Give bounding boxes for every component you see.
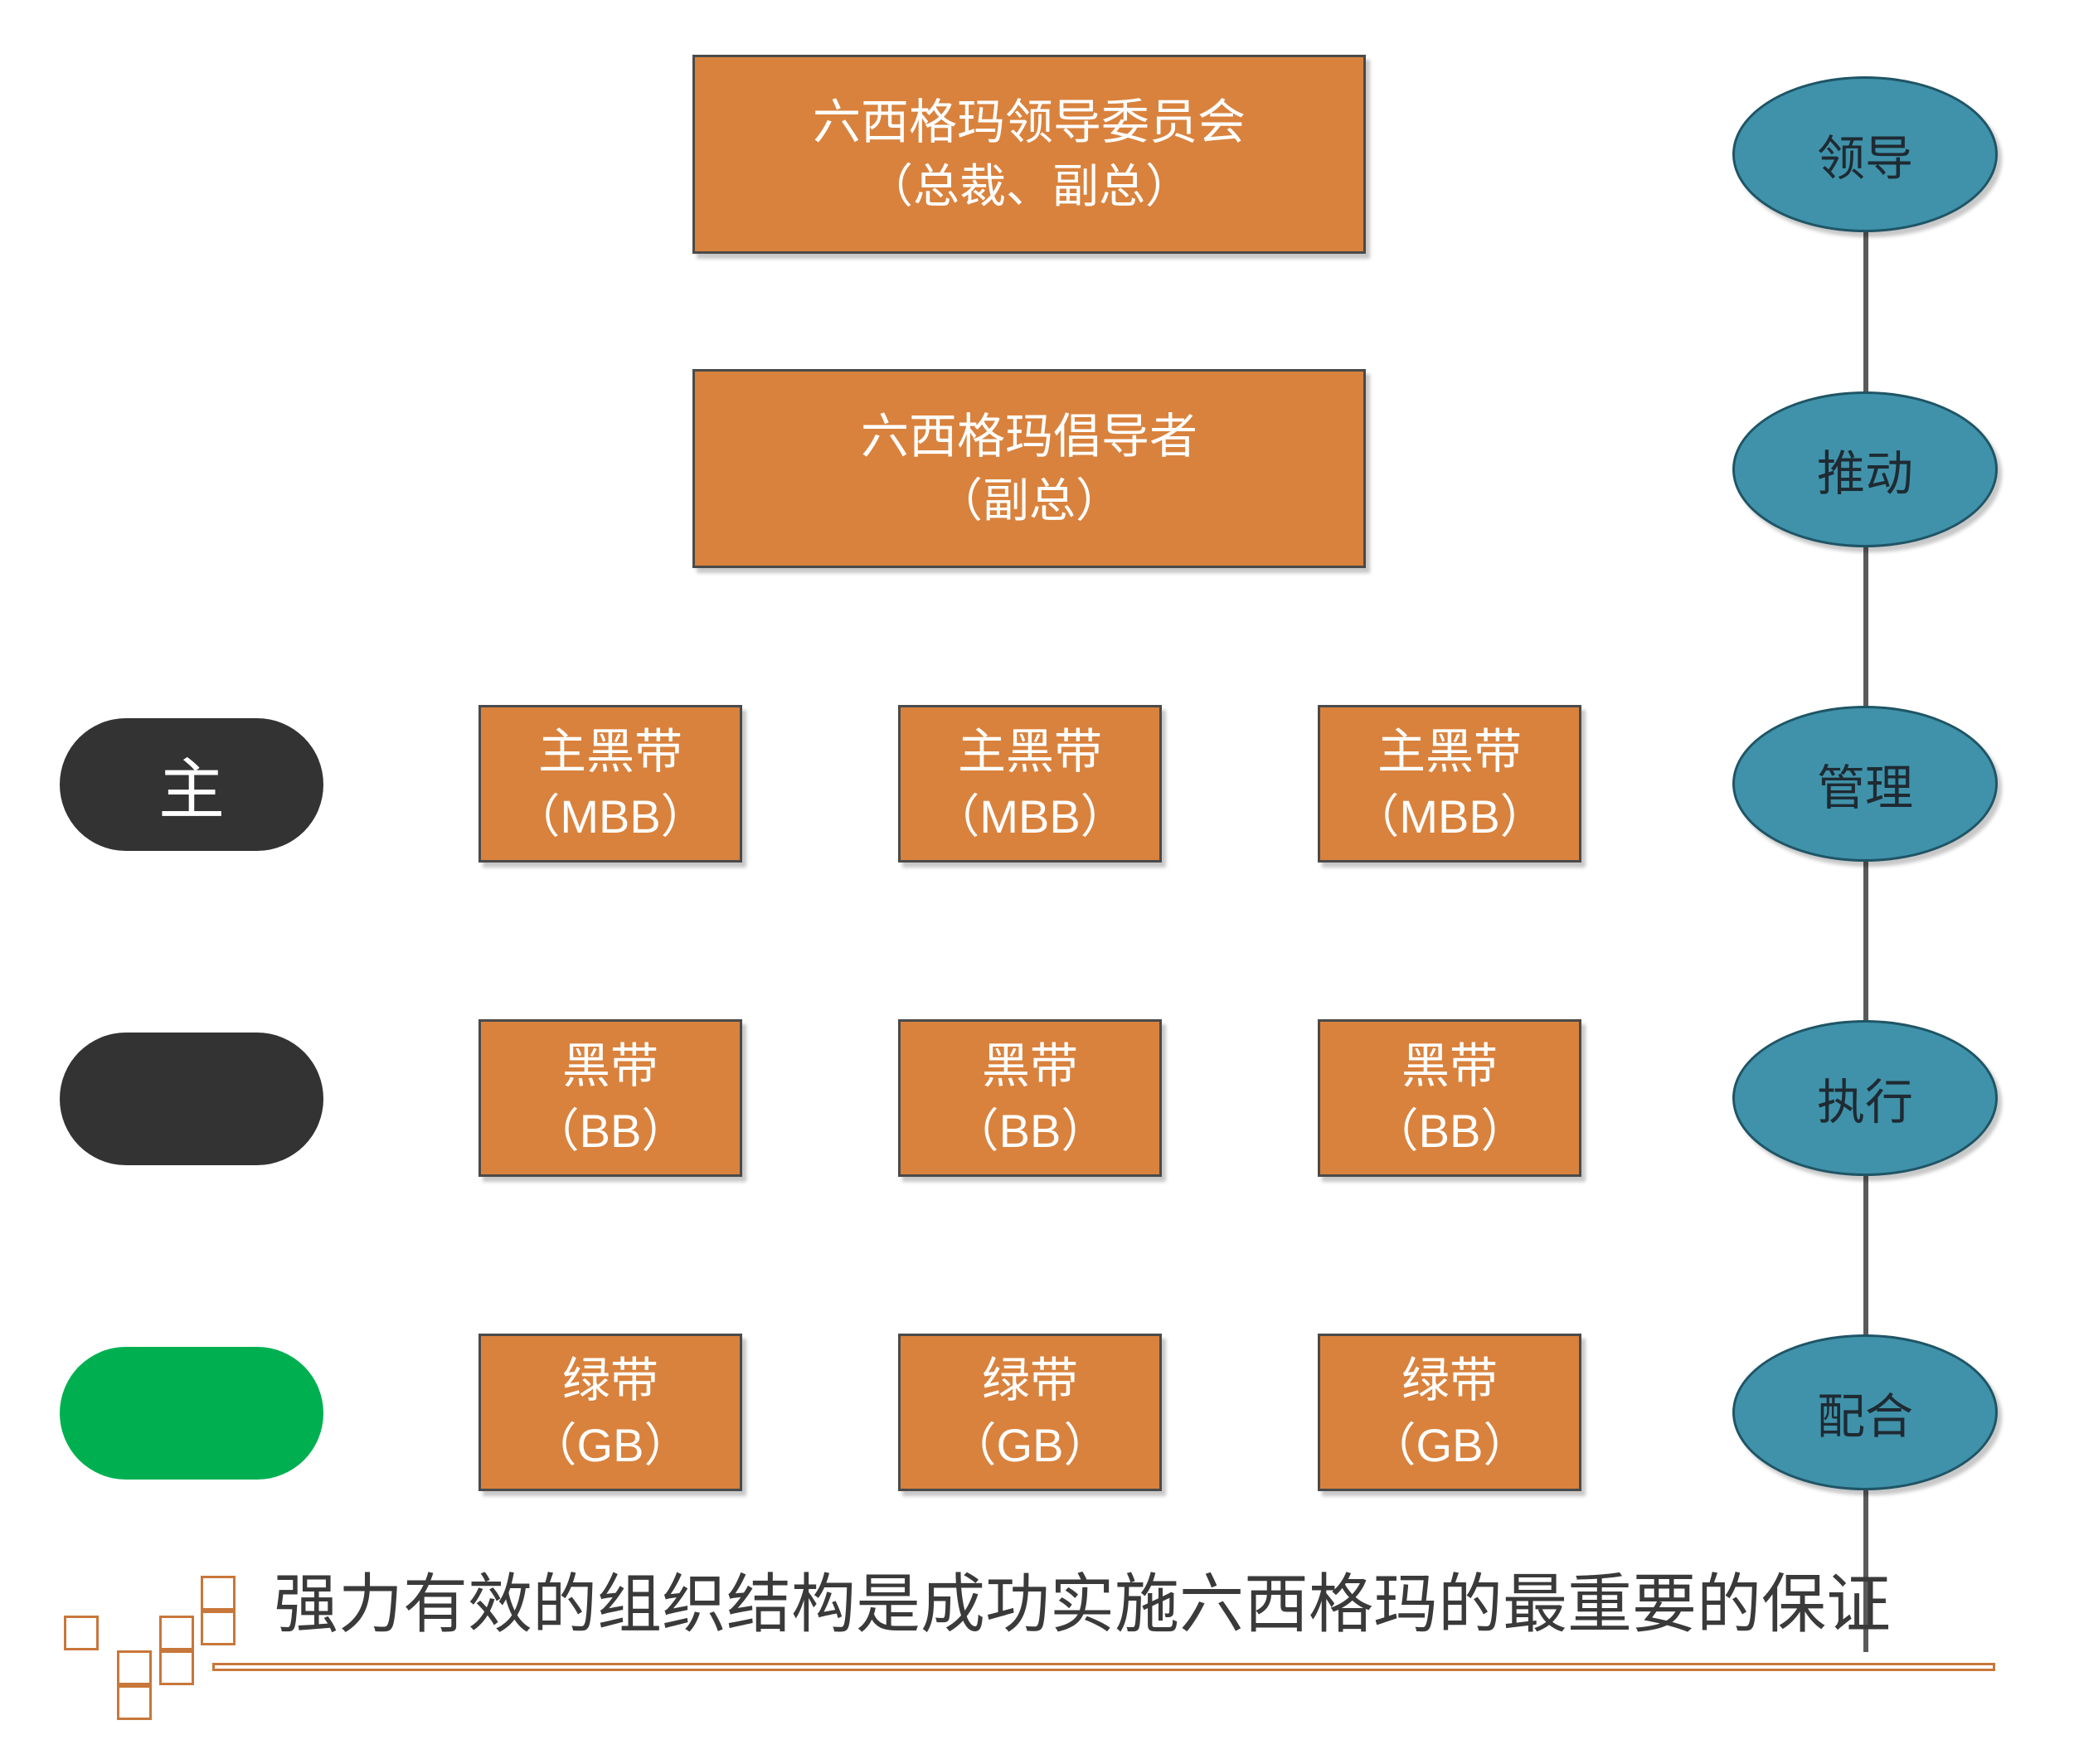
box-subtitle: （GB） [530, 1419, 691, 1471]
box-subtitle: （MBB） [1353, 790, 1547, 843]
mbb-box-1: 主黑带 （MBB） [478, 705, 742, 863]
diagram-caption: 强力有效的组织结构是成功实施六西格玛的最重要的保证 [274, 1567, 1892, 1642]
box-title: 绿带 [561, 1352, 658, 1408]
box-subtitle: （副总） [936, 474, 1122, 528]
stage-execute: 执行 [1732, 1020, 1998, 1176]
leadership-committee-box: 六西格玛领导委员会 （总裁、副总） [692, 55, 1366, 254]
box-title: 黑带 [561, 1038, 658, 1094]
stage-manage: 管理 [1732, 706, 1998, 862]
mbb-box-3: 主黑带 （MBB） [1318, 705, 1581, 863]
stage-promote: 推动 [1732, 391, 1998, 547]
box-subtitle: （MBB） [933, 790, 1127, 843]
gb-box-3: 绿带 （GB） [1318, 1334, 1581, 1491]
box-title: 绿带 [1401, 1352, 1498, 1408]
box-title: 主黑带 [1377, 723, 1522, 780]
mbb-box-2: 主黑带 （MBB） [898, 705, 1162, 863]
caption-underline [212, 1663, 1995, 1671]
deco-square [117, 1685, 152, 1720]
deco-square [201, 1611, 236, 1645]
box-subtitle: （BB） [532, 1105, 688, 1157]
box-title: 六西格玛领导委员会 [812, 94, 1246, 150]
deco-square [64, 1616, 99, 1650]
row-pill-black [60, 1033, 323, 1165]
box-title: 黑带 [981, 1038, 1078, 1094]
row-pill-green [60, 1347, 323, 1480]
box-title: 主黑带 [537, 723, 682, 780]
bb-box-1: 黑带 （BB） [478, 1019, 742, 1177]
box-subtitle: （总裁、副总） [867, 160, 1192, 214]
box-subtitle: （BB） [952, 1105, 1108, 1157]
box-subtitle: （GB） [950, 1419, 1110, 1471]
gb-box-1: 绿带 （GB） [478, 1334, 742, 1491]
box-subtitle: （MBB） [513, 790, 707, 843]
champion-box: 六西格玛倡导者 （副总） [692, 369, 1366, 568]
box-title: 六西格玛倡导者 [860, 408, 1197, 464]
timeline-connector [1863, 149, 1868, 1652]
bb-box-3: 黑带 （BB） [1318, 1019, 1581, 1177]
row-pill-master: 主 [60, 718, 323, 851]
box-subtitle: （GB） [1369, 1419, 1530, 1471]
deco-square [201, 1576, 236, 1611]
stage-lead: 领导 [1732, 76, 1998, 232]
gb-box-2: 绿带 （GB） [898, 1334, 1162, 1491]
box-title: 主黑带 [957, 723, 1102, 780]
box-subtitle: （BB） [1372, 1105, 1528, 1157]
deco-square [117, 1650, 152, 1685]
deco-square [159, 1616, 194, 1650]
box-title: 绿带 [981, 1352, 1078, 1408]
box-title: 黑带 [1401, 1038, 1498, 1094]
bb-box-2: 黑带 （BB） [898, 1019, 1162, 1177]
stage-cooperate: 配合 [1732, 1334, 1998, 1490]
deco-square [159, 1650, 194, 1685]
